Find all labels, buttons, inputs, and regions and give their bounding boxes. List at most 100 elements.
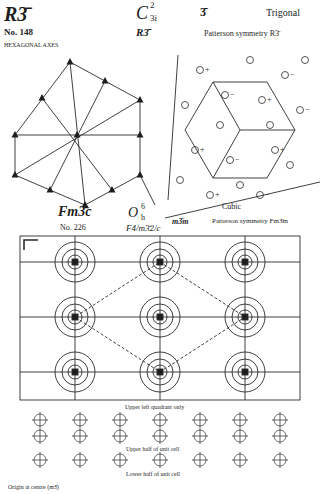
position-circle <box>257 192 264 199</box>
outer-ring <box>140 242 180 282</box>
middle-ring <box>62 249 88 275</box>
position-circle <box>287 162 294 169</box>
figure-label: Lower half of unit cell <box>126 471 180 477</box>
small-cross <box>40 428 41 444</box>
centre-mark <box>72 369 78 375</box>
position-circle <box>222 92 229 99</box>
outer-ring <box>55 352 95 392</box>
centre-mark <box>72 314 78 320</box>
triad-symbol <box>102 77 109 84</box>
position-circle <box>272 147 279 154</box>
sign-mark: − <box>290 71 295 79</box>
triad-symbol <box>109 186 116 193</box>
small-cross <box>40 452 41 468</box>
sign-mark: − <box>265 191 270 199</box>
position-circles <box>177 57 309 199</box>
inner-ring <box>238 310 252 324</box>
figure-label: 6 <box>141 203 145 211</box>
outer-ring <box>140 352 180 392</box>
outer-ring <box>225 242 265 282</box>
sign-mark: + <box>280 146 285 154</box>
centre-mark <box>157 369 163 375</box>
triad-symbol <box>67 58 74 65</box>
position-circle <box>247 57 254 64</box>
small-cross <box>160 452 161 468</box>
middle-ring <box>147 359 173 385</box>
inner-ring <box>68 365 82 379</box>
outer-ring <box>55 242 95 282</box>
position-circle <box>259 97 266 104</box>
outer-ring <box>140 297 180 337</box>
position-circle <box>282 72 289 79</box>
threefold-symbols <box>12 58 144 208</box>
middle-ring <box>62 304 88 330</box>
position-circle <box>267 122 274 129</box>
position-circle <box>197 67 204 74</box>
quadrant-frame <box>20 236 300 400</box>
inner-ring <box>238 365 252 379</box>
triad-symbol <box>137 131 144 138</box>
triad-symbol <box>12 171 19 178</box>
cell-outline <box>15 62 140 205</box>
small-cross <box>200 412 201 428</box>
figure-label: Fm3̄c <box>58 205 91 219</box>
unit-cell-symbols <box>32 412 288 468</box>
figure-label: Patterson symmetry Fm3̄m <box>212 218 288 225</box>
small-cross <box>240 452 241 468</box>
position-circle <box>227 157 234 164</box>
inner-ring <box>68 310 82 324</box>
figure-label: O <box>128 206 138 220</box>
outer-ring <box>55 297 95 337</box>
figure-label: Origin at centre (m3̄) <box>8 484 59 490</box>
small-cross <box>200 452 201 468</box>
inner-ring <box>153 255 167 269</box>
middle-ring <box>147 304 173 330</box>
position-circle <box>182 102 189 109</box>
centre-mark <box>242 314 248 320</box>
sign-mark: + <box>267 96 272 104</box>
inner-ring <box>238 255 252 269</box>
small-cross <box>120 428 121 444</box>
figure-label: h <box>141 214 145 222</box>
small-cross <box>160 428 161 444</box>
inner-ring <box>153 310 167 324</box>
small-cross <box>160 412 161 428</box>
small-cross <box>200 428 201 444</box>
triad-symbol <box>74 131 81 138</box>
position-circle <box>237 182 244 189</box>
figure-label: Upper half of unit cell <box>126 446 179 452</box>
space-group-symbol: R3̄ <box>4 4 27 24</box>
position-circle <box>192 147 199 154</box>
figure-label: HEXAGONAL AXES <box>4 42 58 48</box>
centre-mark <box>157 314 163 320</box>
figure-label: F4/m3̄2/c <box>126 224 161 233</box>
position-circle <box>177 177 184 184</box>
centre-mark <box>157 259 163 265</box>
sign-mark: − <box>230 91 235 99</box>
middle-ring <box>232 359 258 385</box>
sign-mark: + <box>200 146 205 154</box>
centre-mark <box>72 259 78 265</box>
figure-label: 3̄ <box>200 6 206 18</box>
figure-label: C <box>136 4 148 22</box>
sign-mark: + <box>205 66 210 74</box>
site-symbols <box>55 242 265 392</box>
small-cross <box>240 412 241 428</box>
figure-label: No. 148 <box>4 28 33 37</box>
figure-label: R3̄ <box>136 27 149 38</box>
triad-symbol <box>47 186 54 193</box>
outer-ring <box>225 352 265 392</box>
triad-symbol <box>12 131 19 138</box>
position-circle <box>297 107 304 114</box>
small-cross <box>80 428 81 444</box>
hexagon-outline <box>185 82 295 178</box>
small-cross <box>40 412 41 428</box>
middle-ring <box>62 359 88 385</box>
sign-mark: − <box>235 156 240 164</box>
small-cross <box>280 428 281 444</box>
middle-ring <box>232 249 258 275</box>
figure-label: m3̄m <box>172 218 188 226</box>
small-cross <box>80 452 81 468</box>
figure-label: Upper left quadrant only <box>125 404 184 410</box>
